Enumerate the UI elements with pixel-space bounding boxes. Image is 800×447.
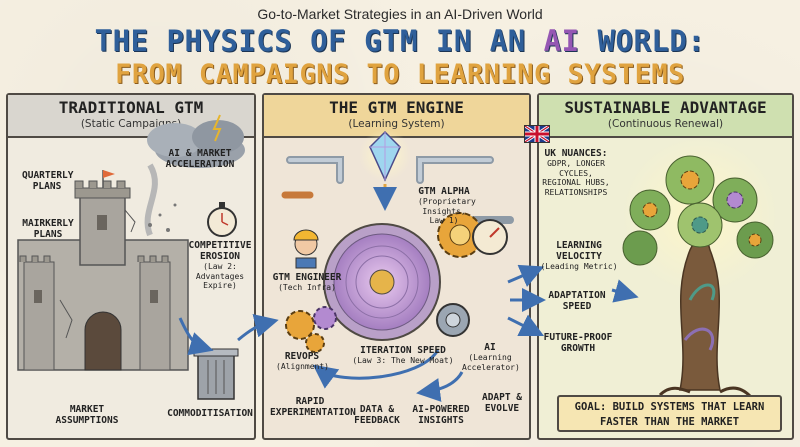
traditional-gtm-title: TRADITIONAL GTM [58,98,204,117]
label-alpha-title: GTM ALPHA [418,186,470,197]
label-alpha-note: (Proprietary Insights, Law 1) [418,197,476,225]
loop-arrow-bottom [312,349,440,389]
label-velocity-title: LEARNING VELOCITY [556,240,602,262]
label-iteration-speed: ITERATION SPEED (Law 3: The New Moat) [348,345,458,366]
label-adaptation-speed: ADAPTATION SPEED [548,290,606,312]
label-revops: REVOPS (Alignment) [276,351,329,372]
label-market-assumptions: MARKET ASSUMPTIONS [55,404,119,426]
arrow-learning-velocity [507,264,545,287]
label-ai-title: AI [484,342,496,353]
stopwatch-icon [207,202,237,237]
label-rapid-experimentation: RAPID EXPERIMENTATION [270,396,356,418]
arrow-to-trash [178,317,214,356]
main-title: THE PHYSICS OF GTM IN AN AI WORLD: [0,24,800,58]
turbo-fan-icon [436,303,470,337]
label-data-feedback: DATA & FEEDBACK [354,404,400,426]
label-revops-note: (Alignment) [276,362,329,371]
arrow-future-growth [507,314,545,337]
label-erosion-title: COMPETITIVE EROSION [188,240,252,262]
sustainable-advantage-title: SUSTAINABLE ADVANTAGE [564,98,767,117]
label-engineer-note: (Tech Infra) [278,283,336,292]
label-erosion-note: (Law 2: Advantages Expire) [195,262,245,290]
uk-flag-icon [524,125,550,143]
label-iteration-title: ITERATION SPEED [360,345,446,356]
growth-tree-icon [622,137,778,398]
sustainable-advantage-subtitle: (Continuous Renewal) [607,118,724,130]
label-ai: AI (Learning Accelerator) [462,342,520,372]
turbine-engine-icon [323,223,441,341]
label-gtm-engineer: GTM ENGINEER (Tech Infra) [270,272,344,293]
title-part-a: THE PHYSICS OF GTM IN AN [94,24,544,58]
kicker-text: Go-to-Market Strategies in an AI-Driven … [257,6,543,22]
label-uk-items: GDPR, LONGER CYCLES, REGIONAL HUBS, RELA… [542,159,610,197]
gtm-engine-subtitle: (Learning System) [348,118,445,130]
main-subtitle: FROM CAMPAIGNS TO LEARNING SYSTEMS [115,59,685,90]
gauge-icon [472,219,508,255]
title-ai: AI [543,24,580,58]
gtm-engine-title: THE GTM ENGINE [329,98,464,117]
loop-arrow-right [416,371,464,402]
gears-revops-icon [285,306,337,353]
crumbling-castle-icon [17,170,189,371]
label-learning-velocity: LEARNING VELOCITY (Leading Metric) [540,240,618,272]
sustainable-advantage-header: SUSTAINABLE ADVANTAGE (Continuous Renewa… [539,95,792,138]
label-gtm-alpha: GTM ALPHA (Proprietary Insights, Law 1) [418,186,476,226]
label-mairkerly-plans: MAIRKERLY PLANS [22,218,74,240]
arrow-to-tree [611,279,639,303]
label-ai-note: (Learning Accelerator) [462,353,520,372]
label-uk-title: UK NUANCES: [544,148,608,159]
title-part-b: WORLD: [579,24,706,58]
crystal-gem-icon [359,129,411,211]
gtm-engine-header: THE GTM ENGINE (Learning System) [264,95,529,138]
label-ai-insights: AI-POWERED INSIGHTS [412,404,470,426]
storm-cloud-icon [144,114,245,237]
label-iteration-note: (Law 3: The New Moat) [352,356,454,365]
label-commoditisation: COMMODITISATION [167,408,253,419]
goal-banner: GOAL: BUILD SYSTEMS THAT LEARN FASTER TH… [557,395,782,432]
label-velocity-note: (Leading Metric) [540,262,618,271]
engineer-avatar [293,229,319,269]
arrow-to-engine [237,314,279,342]
label-revops-title: REVOPS [284,351,320,362]
label-quarterly-plans: QUARTERLY PLANS [22,170,74,192]
label-acceleration: AI & MARKET ACCELERATION [165,148,235,170]
label-future-proof: FUTURE-PROOF GROWTH [543,332,613,354]
label-adapt-evolve: ADAPT & EVOLVE [481,392,523,414]
label-competitive-erosion: COMPETITIVE EROSION (Law 2: Advantages E… [180,240,260,291]
trash-can-icon [193,348,239,400]
label-engineer-title: GTM ENGINEER [272,272,342,283]
label-uk-nuances: UK NUANCES: GDPR, LONGER CYCLES, REGIONA… [540,148,612,197]
traditional-gtm-subtitle: (Static Campaigns) [80,118,182,130]
